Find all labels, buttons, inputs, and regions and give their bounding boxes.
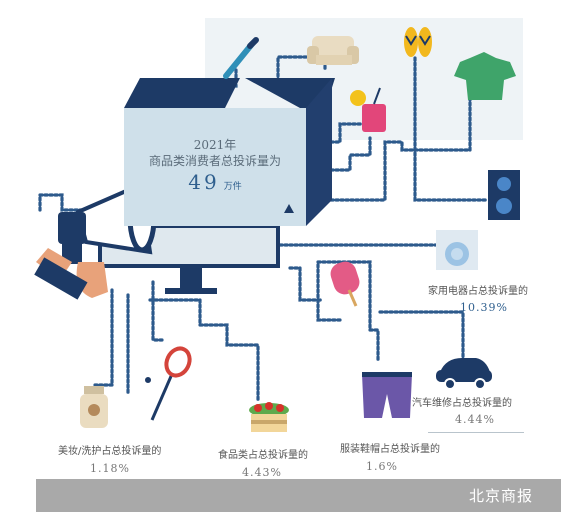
headline-value: 49 xyxy=(188,170,220,194)
cake-icon xyxy=(249,402,289,432)
sofa-icon xyxy=(307,36,359,65)
cosmetics-label: 美妆/洗护占总投诉量的 xyxy=(58,446,162,457)
warning-triangle-icon xyxy=(284,204,294,213)
connector-lines xyxy=(38,55,490,402)
back-panel-side xyxy=(306,78,332,226)
ice-cream-icon xyxy=(330,261,360,307)
back-panel-left xyxy=(124,78,240,108)
headline-unit: 万件 xyxy=(223,182,242,192)
cosmetics-value: 1.18% xyxy=(90,462,130,475)
headline-year: 2021年 xyxy=(193,138,237,152)
badminton-racket-icon xyxy=(145,346,192,421)
headline-description: 商品类消费者总投诉量为 xyxy=(148,154,281,168)
monitor-base xyxy=(165,288,217,294)
speaker-icon xyxy=(488,170,520,220)
clothing-value: 1.6% xyxy=(366,460,398,473)
flip-flops-icon xyxy=(404,27,432,57)
lotion-bottle-icon xyxy=(80,386,108,428)
auto-repair-label: 汽车维修占总投诉量的 xyxy=(412,398,512,409)
clothing-label: 服装鞋帽占总投诉量的 xyxy=(340,444,440,455)
washing-machine-icon xyxy=(436,230,478,270)
monitor-stand xyxy=(180,268,202,290)
home-appliances-value: 10.39% xyxy=(460,301,508,314)
shorts-icon xyxy=(362,372,412,418)
home-appliances-label: 家用电器占总投诉量的 xyxy=(428,286,528,297)
food-value: 4.43% xyxy=(242,466,282,479)
car-icon xyxy=(436,358,492,390)
hand-icon xyxy=(34,248,108,300)
auto-repair-divider xyxy=(428,432,524,433)
pen-icon xyxy=(223,37,259,79)
t-shirt-icon xyxy=(454,52,516,100)
footer-bar: 北京商报 xyxy=(36,479,561,512)
drink-icon xyxy=(350,87,386,132)
auto-repair-value: 4.44% xyxy=(455,413,495,426)
source-credit: 北京商报 xyxy=(468,487,533,505)
food-label: 食品类占总投诉量的 xyxy=(218,450,308,461)
